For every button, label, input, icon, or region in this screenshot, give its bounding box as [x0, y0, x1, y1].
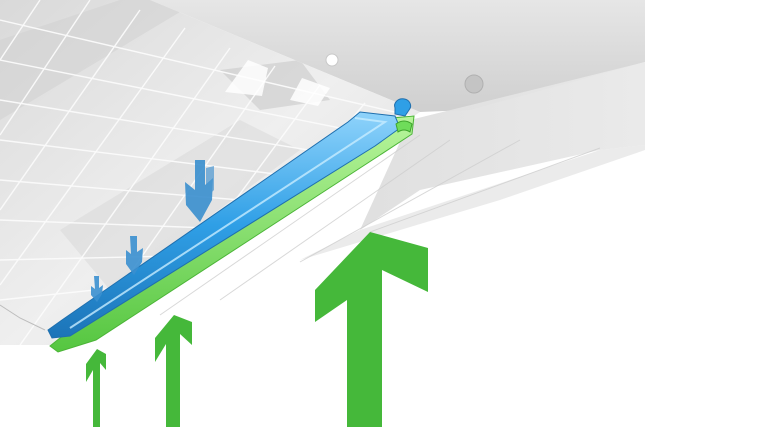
glass-edge: [0, 304, 46, 331]
blue-profile-highlight: [69, 117, 388, 329]
arrow-down-icon: [185, 160, 214, 222]
arrow-down-icon: [126, 236, 143, 275]
frame-opening: [225, 60, 268, 96]
right-lower-plate: [300, 145, 645, 260]
bolt-head: [464, 74, 484, 94]
frame-opening: [290, 78, 330, 106]
profile-end-clip: [395, 120, 413, 133]
arrow-up-icon: [315, 232, 428, 427]
ceiling-panel: [150, 0, 645, 112]
profile-end-cap: [394, 98, 412, 117]
right-sloped-panel: [360, 62, 645, 230]
blue-profile: [47, 111, 401, 339]
arrow-up-icon: [155, 315, 192, 427]
arrow-up-icon: [86, 349, 106, 427]
arrow-down-icon: [91, 276, 103, 302]
bolt-hole: [325, 53, 339, 67]
